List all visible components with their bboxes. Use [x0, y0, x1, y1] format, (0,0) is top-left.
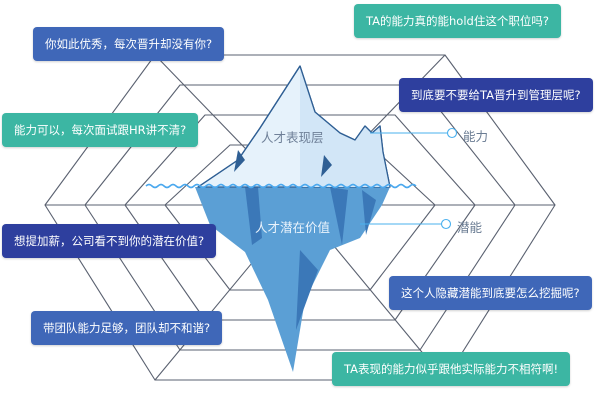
arrow-shadow-left: [234, 150, 245, 172]
callout-potential: [360, 218, 452, 230]
question-bubble-promotion: 你如此优秀，每次晋升却没有你?: [33, 27, 225, 61]
ability-label: 能力: [463, 129, 489, 144]
surface-layer-label: 人才表现层: [261, 130, 324, 145]
iceberg-surface: [197, 65, 391, 188]
question-bubble-hold-position: TA的能力真的能hold住这个职位吗?: [354, 4, 561, 38]
question-bubble-team: 带团队能力足够，团队却不和谐?: [31, 311, 223, 345]
question-bubble-raise: 想提加薪，公司看不到你的潜在价值?: [2, 224, 217, 258]
question-bubble-interview: 能力可以，每次面试跟HR讲不清?: [2, 113, 199, 147]
water-surface: [145, 183, 417, 189]
question-bubble-management: 到底要不要给TA晋升到管理层呢?: [399, 78, 593, 112]
underwater-value-label: 人才潜在价值: [255, 220, 331, 235]
potential-label: 潜能: [457, 220, 483, 235]
iceberg-underwater: [195, 187, 390, 372]
question-bubble-hidden-potential: 这个人隐藏潜能到底要怎么挖掘呢?: [389, 276, 592, 310]
question-bubble-mismatch: TA表现的能力似乎跟他实际能力不相符啊!: [332, 352, 571, 386]
arrow-shadow-right: [321, 155, 332, 177]
callout-ability: [370, 127, 458, 139]
